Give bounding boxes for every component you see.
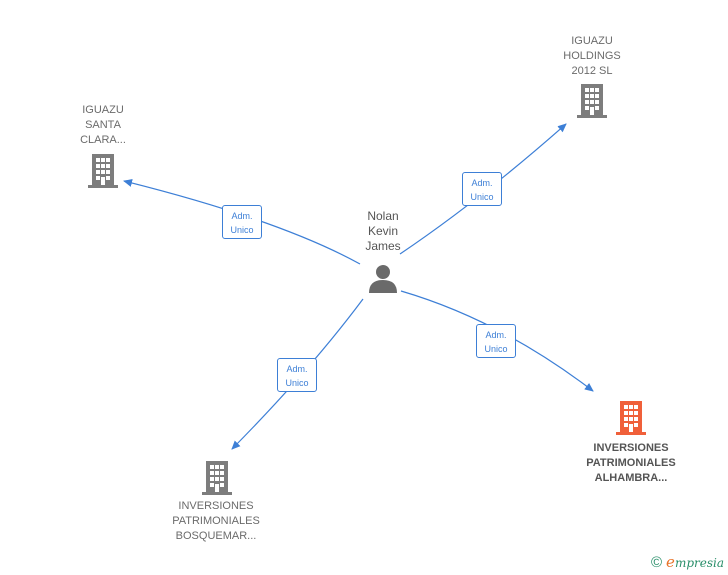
edge-label-role: Adm. [471, 178, 493, 188]
edge-label-type: Unico [470, 192, 494, 202]
edge-label-holdings[interactable]: Adm. Unico [462, 172, 502, 206]
brand-logo[interactable]: ©empresia [651, 553, 724, 571]
building-icon-alhambra[interactable] [616, 401, 646, 435]
edge-label-alhambra[interactable]: Adm. Unico [476, 324, 516, 358]
building-icon-bosquemar[interactable] [202, 461, 232, 495]
person-icon[interactable] [369, 265, 397, 293]
edge-label-type: Unico [484, 344, 508, 354]
edge-label-santa-clara[interactable]: Adm. Unico [222, 205, 262, 239]
edge-label-role: Adm. [286, 364, 308, 374]
edge-label-role: Adm. [231, 211, 253, 221]
node-label-alhambra[interactable]: INVERSIONES PATRIMONIALES ALHAMBRA... [586, 442, 676, 484]
brand-initial: e [666, 553, 675, 571]
brand-name: mpresia [674, 556, 724, 570]
building-icon-holdings[interactable] [577, 84, 607, 118]
node-label-person[interactable]: Nolan Kevin James [365, 209, 401, 253]
node-label-bosquemar[interactable]: INVERSIONES PATRIMONIALES BOSQUEMAR... [172, 500, 260, 542]
edge-label-bosquemar[interactable]: Adm. Unico [277, 358, 317, 392]
node-label-holdings[interactable]: IGUAZU HOLDINGS 2012 SL [563, 35, 621, 77]
edge-label-role: Adm. [485, 330, 507, 340]
edge-label-type: Unico [285, 378, 309, 388]
building-icon-santa-clara[interactable] [88, 154, 118, 188]
edge-label-type: Unico [230, 225, 254, 235]
node-label-santa-clara[interactable]: IGUAZU SANTA CLARA... [80, 104, 126, 146]
copyright-icon: © [650, 554, 663, 571]
